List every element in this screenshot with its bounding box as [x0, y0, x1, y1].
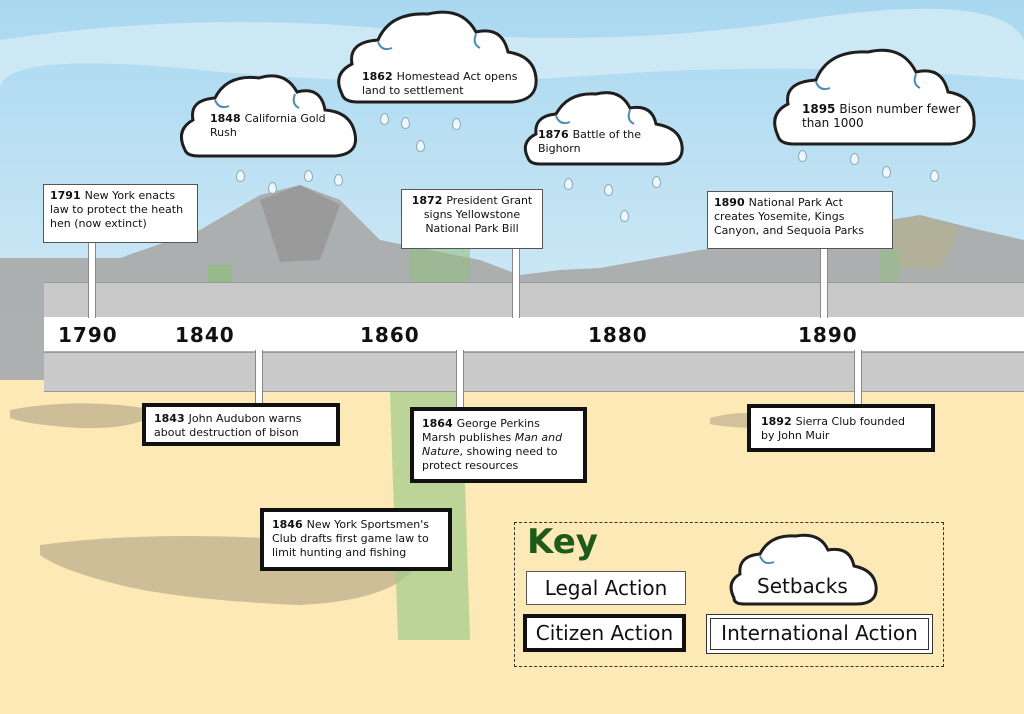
event-text: New York Sportsmen's Club drafts first g… [272, 518, 429, 559]
key-international-action: International Action [706, 614, 933, 654]
key-setback-cloud-icon [729, 533, 878, 606]
cloud-icon [773, 48, 976, 146]
raindrop-icon [652, 176, 661, 188]
event-text: Sierra Club founded by John Muir [761, 415, 905, 442]
cloud-icon [523, 91, 684, 166]
raindrop-icon [604, 184, 613, 196]
year-label-1890: 1890 [798, 323, 858, 347]
event-text: New York enacts law to protect the heath… [50, 189, 184, 230]
event-year: 1791 [50, 189, 81, 202]
raindrop-icon [850, 153, 859, 165]
setback-text: Homestead Act opens land to settlement [362, 70, 518, 97]
event-text: John Audubon warns about destruction of … [154, 412, 302, 439]
year-label-1880: 1880 [588, 323, 648, 347]
setback-year: 1862 [362, 70, 393, 83]
raindrop-icon [236, 170, 245, 182]
raindrop-icon [882, 166, 891, 178]
connector-1791 [88, 242, 96, 318]
year-label-1790: 1790 [58, 323, 118, 347]
raindrop-icon [380, 113, 389, 125]
key-legend [514, 522, 944, 667]
raindrop-icon [930, 170, 939, 182]
key-legal-action: Legal Action [526, 571, 686, 605]
raindrop-icon [416, 140, 425, 152]
connector-1890 [820, 248, 828, 318]
raindrop-icon [452, 118, 461, 130]
year-label-1840: 1840 [175, 323, 235, 347]
timeline-band-bottom [44, 352, 1024, 392]
cloud-icon [337, 10, 538, 104]
year-label-1860: 1860 [360, 323, 420, 347]
raindrop-icon [268, 182, 277, 194]
cloud-icon [179, 74, 358, 158]
event-year: 1892 [761, 415, 792, 428]
setback-year: 1895 [802, 102, 836, 116]
key-international-label: International Action [721, 621, 918, 645]
raindrop-icon [401, 117, 410, 129]
event-year: 1890 [714, 196, 745, 209]
raindrop-icon [798, 150, 807, 162]
connector-1892 [854, 350, 862, 406]
event-year: 1843 [154, 412, 185, 425]
event-year: 1872 [411, 194, 443, 207]
timeline-band-top [44, 282, 1024, 318]
key-setbacks: Setbacks [757, 574, 848, 598]
connector-1864 [456, 350, 464, 408]
event-text: George Perkins Marsh publishes [422, 417, 540, 444]
setback-text: Battle of the Bighorn [538, 128, 642, 155]
setback-year: 1848 [210, 112, 241, 125]
raindrop-icon [564, 178, 573, 190]
event-text: President Grant signs Yellowstone Nation… [423, 194, 533, 235]
setback-text: California Gold Rush [210, 112, 326, 139]
key-citizen-action: Citizen Action [523, 614, 686, 652]
connector-1872 [512, 248, 520, 318]
event-text: National Park Act creates Yosemite, King… [714, 196, 865, 237]
event-text-cont: , showing need to protect resources [422, 445, 558, 472]
book-title: Man and Nature [422, 431, 563, 458]
timeline-year-strip [44, 317, 1024, 351]
key-title: Key [527, 522, 598, 562]
raindrop-icon [620, 210, 629, 222]
key-international-inner-border [710, 618, 929, 650]
raindrop-icon [334, 174, 343, 186]
event-year: 1846 [272, 518, 303, 531]
event-year: 1864 [422, 417, 453, 430]
raindrop-icon [304, 170, 313, 182]
setback-year: 1876 [538, 128, 569, 141]
connector-1843 [255, 350, 263, 406]
setback-text: Bison number fewer than 1000 [802, 102, 961, 130]
